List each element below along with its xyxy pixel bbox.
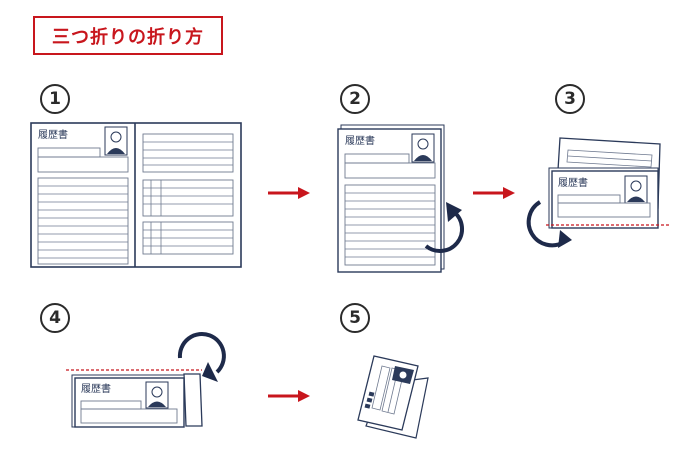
- right-arrow-icon: [473, 187, 515, 199]
- resume-heading: 履歴書: [345, 134, 375, 147]
- step-number-3: 3: [555, 84, 585, 114]
- portrait-icon: [145, 381, 169, 409]
- portrait-icon: [392, 366, 414, 384]
- step2-closed-resume: 履歴書: [337, 124, 465, 273]
- step-number-5: 5: [340, 303, 370, 333]
- step3-bottom-folded: 履歴書: [526, 137, 670, 248]
- portrait-icon: [411, 133, 435, 163]
- portrait-icon: [104, 126, 128, 156]
- step-number-2: 2: [340, 84, 370, 114]
- step-number-4: 4: [40, 303, 70, 333]
- resume-heading: 履歴書: [81, 382, 111, 395]
- right-arrow-icon: [268, 187, 310, 199]
- right-arrow-icon: [268, 390, 310, 402]
- resume-heading: 履歴書: [558, 176, 588, 189]
- diagram-title: 三つ折りの折り方: [33, 16, 223, 55]
- step-number-1: 1: [40, 84, 70, 114]
- step4-top-folded: 履歴書: [66, 332, 226, 428]
- fold-arrow-icon: [424, 202, 465, 254]
- fold-arrow-icon: [177, 332, 226, 382]
- step1-open-resume: 履歴書: [30, 122, 242, 268]
- fold-arrow-icon: [526, 200, 572, 248]
- portrait-icon: [624, 175, 648, 204]
- resume-heading: 履歴書: [38, 128, 68, 141]
- step5-trifolded-resume: [357, 355, 429, 439]
